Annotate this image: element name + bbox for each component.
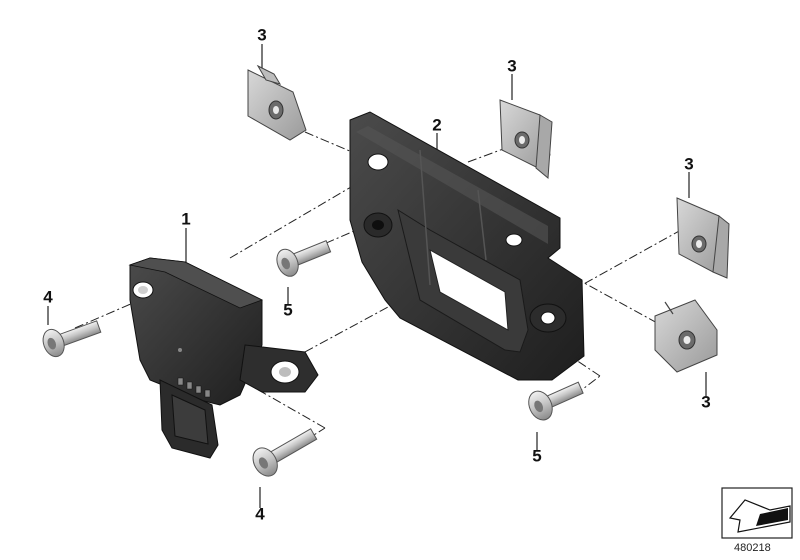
bolt — [276, 240, 332, 277]
callout-part-3: 3 — [257, 25, 267, 45]
callout-part-3: 3 — [507, 56, 517, 76]
callout-leaders — [47, 44, 707, 508]
clip-nut — [654, 299, 718, 373]
callout-part-4: 4 — [43, 287, 53, 307]
callout-part-5: 5 — [532, 446, 542, 466]
clip-nut — [247, 64, 307, 141]
bolt — [252, 428, 318, 477]
callout-part-5: 5 — [283, 300, 293, 320]
callout-part-2: 2 — [432, 115, 442, 135]
callout-part-4: 4 — [255, 504, 265, 524]
clip-nut — [676, 197, 730, 279]
assembly-line — [254, 387, 326, 429]
bolt — [42, 320, 102, 358]
bolt — [528, 381, 584, 421]
document-number: 480218 — [734, 542, 771, 554]
callout-part-1: 1 — [181, 209, 191, 229]
callout-part-3: 3 — [684, 154, 694, 174]
assembly-line — [74, 299, 141, 329]
assembly-line — [304, 131, 353, 153]
callout-part-3: 3 — [701, 392, 711, 412]
clip-nut — [499, 99, 553, 180]
mounting-bracket — [349, 111, 585, 381]
orientation-arrow-icon — [721, 487, 793, 539]
sensor-module — [128, 257, 319, 459]
